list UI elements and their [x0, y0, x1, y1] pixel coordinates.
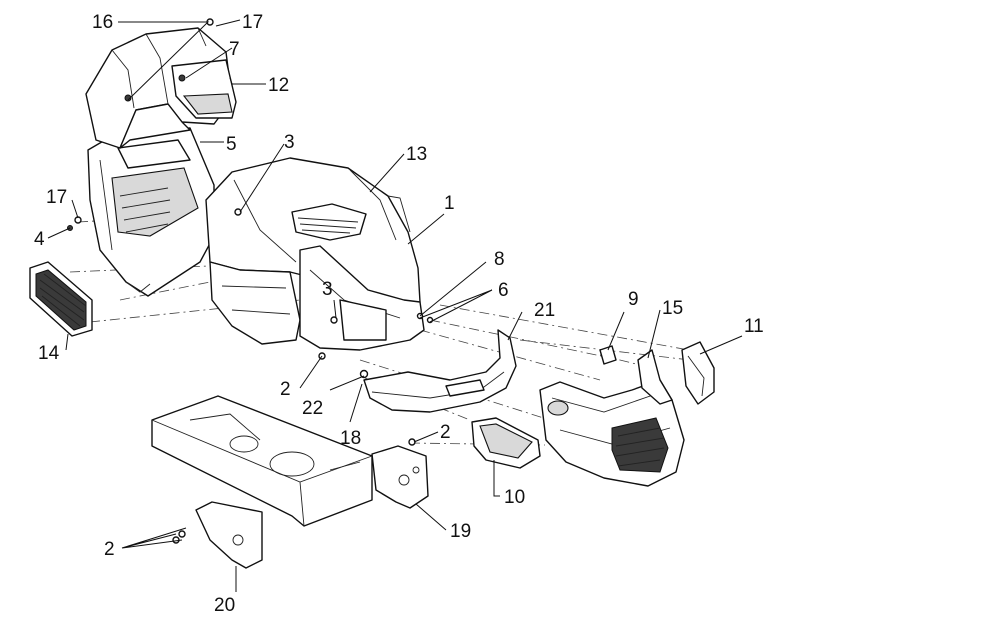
callout-3: 3	[322, 279, 333, 300]
callout-11: 11	[744, 316, 764, 337]
callout-9: 9	[628, 289, 639, 310]
bolt-part[interactable]	[599, 345, 617, 365]
callout-2: 2	[280, 379, 291, 400]
callout-3: 3	[284, 132, 295, 153]
callout-7: 7	[229, 39, 240, 60]
side-grille-part[interactable]	[29, 261, 93, 337]
callout-14: 14	[38, 343, 60, 364]
front-bracket-part[interactable]	[371, 445, 429, 509]
callout-19: 19	[450, 521, 471, 542]
callout-22: 22	[302, 398, 323, 419]
callout-1: 1	[444, 193, 455, 214]
rear-bracket-part[interactable]	[195, 501, 263, 569]
callout-21: 21	[534, 300, 555, 321]
callout-2: 2	[104, 539, 115, 560]
callout-17: 17	[242, 12, 263, 33]
callout-2: 2	[440, 422, 451, 443]
frame-part[interactable]	[151, 395, 373, 527]
callout-20: 20	[214, 595, 235, 616]
callout-4: 4	[34, 229, 45, 250]
dash-panel-part[interactable]	[87, 127, 215, 297]
callout-15: 15	[662, 298, 683, 319]
leader-lines	[47, 19, 743, 592]
callout-16: 16	[92, 12, 113, 33]
callout-labels: 16 17 7 12 5 3 13 17 1 4 8 6 3 9 15 21 1…	[34, 12, 764, 616]
callout-12: 12	[268, 75, 289, 96]
callout-10: 10	[504, 487, 525, 508]
hood-part[interactable]	[205, 157, 425, 351]
callout-8: 8	[494, 249, 505, 270]
callout-13: 13	[406, 144, 427, 165]
callout-6: 6	[498, 280, 509, 301]
callout-17: 17	[46, 187, 67, 208]
bumper-part[interactable]	[363, 329, 517, 413]
side-trim-part[interactable]	[681, 341, 715, 405]
callout-18: 18	[340, 428, 361, 449]
seat-part[interactable]	[85, 18, 237, 149]
headlight-part[interactable]	[471, 417, 541, 469]
callout-5: 5	[226, 134, 237, 155]
front-grille-part[interactable]	[539, 349, 685, 487]
